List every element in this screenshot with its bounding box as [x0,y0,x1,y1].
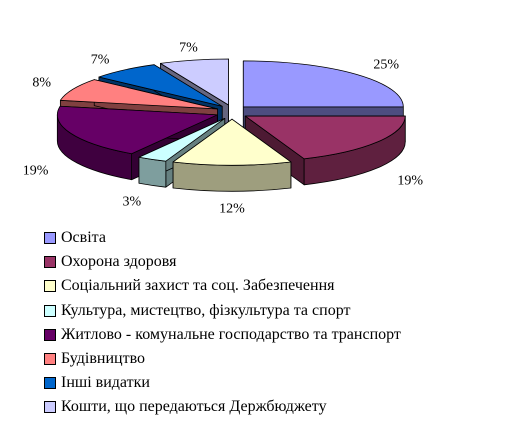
legend-item: Кошти, що передаються Держбюджету [44,395,401,419]
legend-label: Соціальний захист та соц. Забезпечення [61,277,335,295]
legend-swatch [44,401,56,414]
legend-label: Будівництво [61,350,146,368]
slice-side [172,161,292,192]
legend-item: Культура, мистецтво, фізкультура та спор… [44,299,401,323]
slice-top [98,64,223,107]
legend-label: Житлово - комунальне господарство та тра… [61,325,401,343]
legend-item: Охорона здоровя [44,250,401,274]
legend-item: Інші видатки [44,371,401,395]
data-label: 12% [219,201,245,216]
legend-swatch [44,377,56,390]
legend-swatch [44,256,56,269]
slice-top [172,118,292,166]
data-label: 3% [123,195,142,210]
legend-swatch [44,232,56,245]
pie-plot-area: 25% 19% 12% 3% 19% 8% 7% 7% [23,41,424,217]
slice-top [56,105,218,155]
legend-item: Освіта [44,226,401,250]
data-label: 19% [397,174,423,189]
data-label: 8% [32,75,51,90]
slice-top [159,58,229,106]
legend-label: Культура, мистецтво, фізкультура та спор… [61,301,351,319]
legend-label: Інші видатки [61,374,150,392]
slice-side [138,156,167,188]
legend-label: Охорона здоровя [61,253,177,271]
data-label: 19% [23,163,49,178]
legend-swatch [44,304,56,317]
slice-top [242,60,404,108]
pie-slices [56,58,406,192]
legend-swatch [44,280,56,293]
legend-item: Житлово - комунальне господарство та тра… [44,323,401,347]
slice-top [59,79,218,110]
data-label: 25% [373,58,399,73]
data-label: 7% [91,52,110,67]
legend-label: Кошти, що передаються Держбюджету [61,398,327,416]
data-label: 7% [179,41,198,56]
slice-top [138,118,226,162]
slice-top [244,115,406,160]
legend-item: Соціальний захист та соц. Забезпечення [44,274,401,298]
legend-label: Освіта [61,229,106,247]
legend-swatch [44,328,56,341]
legend-item: Будівництво [44,347,401,371]
data-labels: 25% 19% 12% 3% 19% 8% 7% 7% [23,41,424,217]
pie-slice [172,118,292,192]
legend-swatch [44,353,56,366]
